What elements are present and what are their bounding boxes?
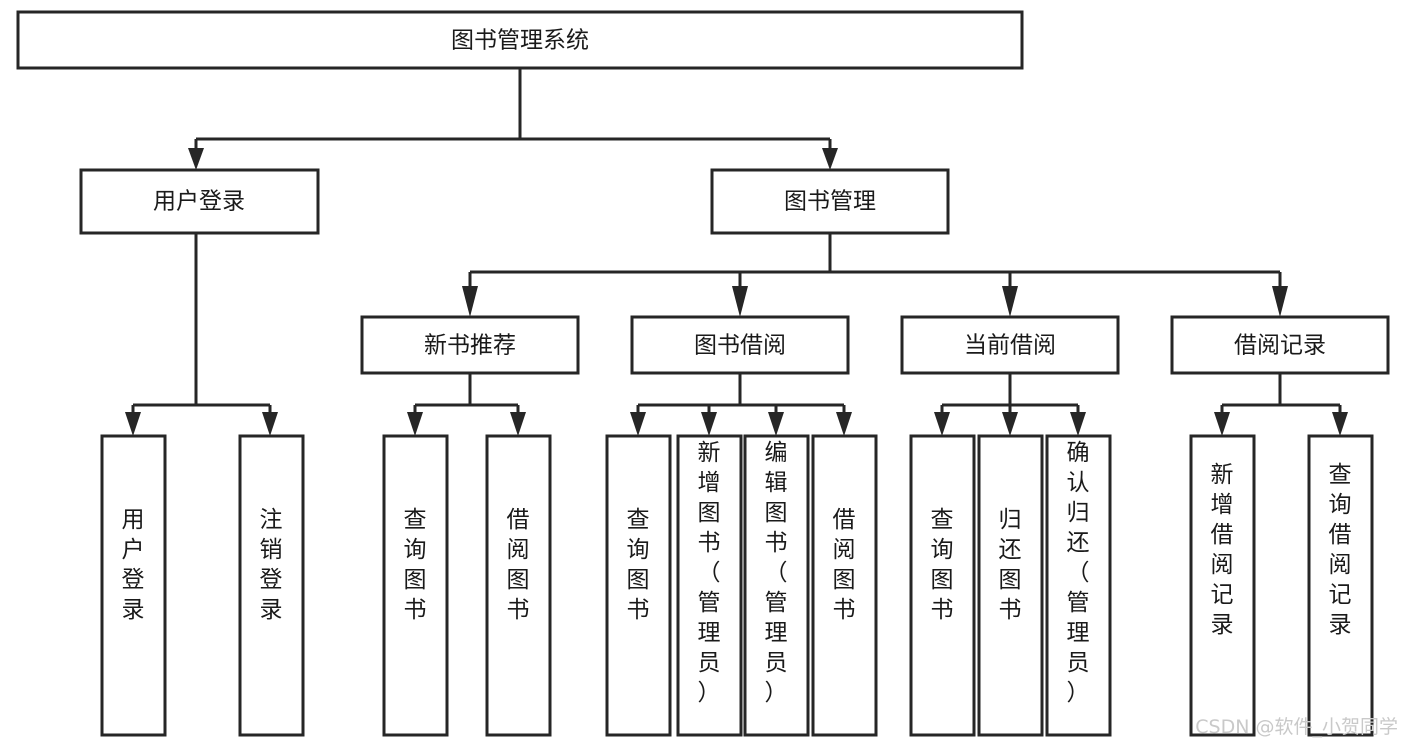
node-leaf-add-record-box[interactable]: [1189, 434, 1256, 737]
arrowhead-leaf-add-book: [701, 412, 717, 436]
node-leaf-user-login-label: 用户登录: [122, 507, 145, 623]
node-borrow-record-box[interactable]: [1170, 315, 1390, 375]
node-book-manage-box[interactable]: [710, 168, 950, 235]
arrowhead-current-borrow: [1002, 286, 1018, 317]
node-leaf-user-login[interactable]: 用户登录: [100, 434, 167, 737]
node-leaf-query-book-3-label: 查询图书: [931, 507, 954, 623]
node-leaf-query-book-1-label: 查询图书: [404, 507, 427, 623]
arrowhead-leaf-logout: [262, 412, 278, 436]
node-leaf-query-record-box[interactable]: [1307, 434, 1374, 737]
node-leaf-query-book-3-box[interactable]: [909, 434, 976, 737]
node-book-manage[interactable]: 图书管理: [710, 168, 950, 235]
arrowhead-leaf-edit-book: [768, 412, 784, 436]
node-leaf-query-book-3[interactable]: 查询图书: [909, 434, 976, 737]
node-leaf-add-book[interactable]: 新增图书（管理员）: [676, 434, 743, 737]
node-leaf-user-login-box[interactable]: [100, 434, 167, 737]
arrowhead-leaf-borrow-book-1: [510, 412, 526, 436]
node-leaf-borrow-book-2-label: 借阅图书: [833, 507, 856, 623]
node-leaf-confirm-return[interactable]: 确认归还（管理员）: [1045, 434, 1112, 737]
node-leaf-query-book-1-box[interactable]: [382, 434, 449, 737]
node-leaf-query-record[interactable]: 查询借阅记录: [1307, 434, 1374, 737]
node-leaf-borrow-book-1[interactable]: 借阅图书: [485, 434, 552, 737]
node-user-login-label: 用户登录: [153, 189, 245, 215]
node-leaf-return-book-box[interactable]: [977, 434, 1044, 737]
node-current-borrow-box[interactable]: [900, 315, 1120, 375]
node-leaf-borrow-book-2-box[interactable]: [811, 434, 878, 737]
arrowhead-leaf-query-book-3: [934, 412, 950, 436]
arrowhead-leaf-query-record: [1332, 412, 1348, 436]
node-leaf-return-book[interactable]: 归还图书: [977, 434, 1044, 737]
node-leaf-add-record-label: 新增借阅记录: [1211, 462, 1234, 638]
node-leaf-logout[interactable]: 注销登录: [238, 434, 305, 737]
node-leaf-query-book-2-label: 查询图书: [627, 507, 650, 623]
node-leaf-edit-book-box[interactable]: [743, 434, 810, 737]
node-root-label: 图书管理系统: [451, 28, 589, 54]
arrowhead-leaf-query-book-2: [630, 412, 646, 436]
node-leaf-query-record-label: 查询借阅记录: [1329, 462, 1352, 638]
node-user-login[interactable]: 用户登录: [79, 168, 320, 235]
node-book-manage-label: 图书管理: [784, 189, 876, 215]
arrowhead-book-manage: [822, 148, 838, 170]
arrowhead-leaf-return-book: [1002, 412, 1018, 436]
node-leaf-borrow-book-1-box[interactable]: [485, 434, 552, 737]
node-new-book-rec[interactable]: 新书推荐: [360, 315, 580, 375]
node-borrow-record[interactable]: 借阅记录: [1170, 315, 1390, 375]
node-book-borrow-label: 图书借阅: [694, 333, 786, 359]
node-leaf-logout-box[interactable]: [238, 434, 305, 737]
arrowhead-leaf-confirm-return: [1070, 412, 1086, 436]
node-root[interactable]: 图书管理系统: [16, 10, 1024, 70]
node-book-borrow-box[interactable]: [630, 315, 850, 375]
node-leaf-edit-book-label: 编辑图书（管理员）: [765, 440, 788, 706]
arrowhead-leaf-user-login: [125, 412, 141, 436]
arrowhead-leaf-add-record: [1214, 412, 1230, 436]
arrowhead-leaf-query-book-1: [407, 412, 423, 436]
node-leaf-add-record[interactable]: 新增借阅记录: [1189, 434, 1256, 737]
node-leaf-query-book-2-box[interactable]: [605, 434, 672, 737]
node-leaf-edit-book[interactable]: 编辑图书（管理员）: [743, 434, 810, 737]
watermark-label: CSDN @软件_小贺同学: [1195, 716, 1398, 738]
arrowhead-borrow-record: [1272, 286, 1288, 317]
node-leaf-add-book-label: 新增图书（管理员）: [698, 440, 721, 706]
arrowhead-leaf-borrow-book-2: [836, 412, 852, 436]
node-leaf-return-book-label: 归还图书: [999, 507, 1022, 623]
node-leaf-borrow-book-1-label: 借阅图书: [507, 507, 530, 623]
node-borrow-record-label: 借阅记录: [1234, 333, 1326, 359]
node-leaf-add-book-box[interactable]: [676, 434, 743, 737]
arrowhead-new-book-rec: [462, 286, 478, 317]
node-user-login-box[interactable]: [79, 168, 320, 235]
node-leaf-confirm-return-label: 确认归还（管理员）: [1067, 440, 1090, 706]
node-new-book-rec-label: 新书推荐: [424, 333, 516, 359]
node-leaf-borrow-book-2[interactable]: 借阅图书: [811, 434, 878, 737]
node-leaf-query-book-1[interactable]: 查询图书: [382, 434, 449, 737]
node-leaf-confirm-return-box[interactable]: [1045, 434, 1112, 737]
edges-layer: [125, 68, 1348, 436]
node-current-borrow[interactable]: 当前借阅: [900, 315, 1120, 375]
node-current-borrow-label: 当前借阅: [964, 333, 1056, 359]
node-leaf-query-book-2[interactable]: 查询图书: [605, 434, 672, 737]
node-book-borrow[interactable]: 图书借阅: [630, 315, 850, 375]
node-leaf-logout-label: 注销登录: [260, 507, 283, 623]
node-new-book-rec-box[interactable]: [360, 315, 580, 375]
arrowhead-book-borrow: [732, 286, 748, 317]
node-root-box[interactable]: [16, 10, 1024, 70]
arrowhead-user-login: [188, 148, 204, 170]
